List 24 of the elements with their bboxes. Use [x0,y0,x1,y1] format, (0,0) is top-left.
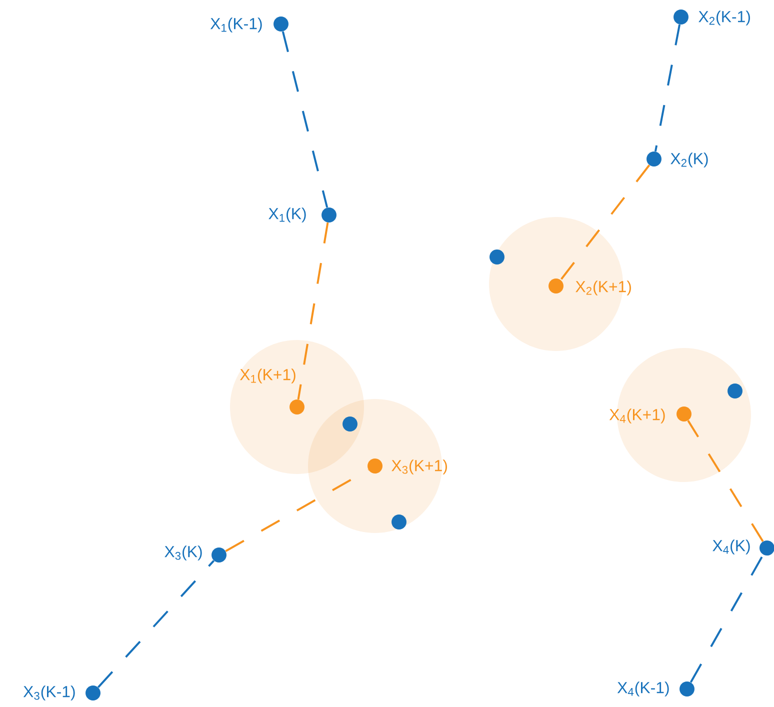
point-label: X$_{1}$(K-1) [210,18,262,32]
point-label: X$_{3}$(K) [164,546,202,560]
point-marker [728,384,742,398]
point-marker [342,416,358,432]
point-label: X$_{4}$(K+1) [609,408,665,424]
dashed-line [297,222,329,400]
point-label: X$_{2}$(K) [670,152,708,168]
point-label: X$_{3}$(K-1) [23,686,75,700]
dashed-line [97,560,215,688]
dashed-line [225,468,369,552]
dashed-line [687,420,764,542]
dashed-line [690,554,764,683]
dashed-line [282,31,328,208]
point-label: X$_{2}$(K+1) [576,280,631,296]
point-label: X$_{2}$(K-1) [698,10,750,26]
point-label: X$_{3}$(K+1) [392,460,447,474]
dashed-line [654,24,681,152]
point-label: X$_{1}$(K+1) [240,368,296,384]
point-label: X$_{4}$(K) [712,540,750,554]
point-marker [392,514,406,530]
point-label: X$_{1}$(K) [268,208,306,222]
point-marker [490,250,504,264]
point-label: X$_{4}$(K-1) [617,682,669,696]
dashed-line [560,164,650,281]
